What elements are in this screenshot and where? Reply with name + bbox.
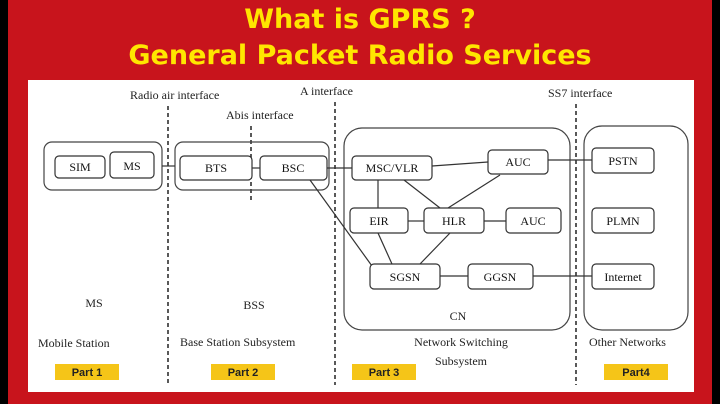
bsc-label: BSC bbox=[282, 161, 305, 175]
part-1-label: Part 1 bbox=[72, 367, 103, 379]
node-ms: MS bbox=[109, 151, 155, 179]
sgsn-label: SGSN bbox=[390, 270, 421, 284]
title-line-2: General Packet Radio Services bbox=[128, 40, 592, 71]
part-2-tag: Part 2 bbox=[211, 364, 275, 380]
eir-label: EIR bbox=[369, 214, 388, 228]
node-sim: SIM bbox=[54, 155, 106, 179]
auc-bottom-label: AUC bbox=[520, 214, 545, 228]
node-plmn: PLMN bbox=[591, 207, 655, 234]
abis-interface-label: Abis interface bbox=[226, 108, 294, 122]
node-msc-vlr: MSC/VLR bbox=[351, 155, 433, 181]
auc-top-label: AUC bbox=[505, 155, 530, 169]
sim-label: SIM bbox=[69, 160, 91, 174]
msc-vlr-label: MSC/VLR bbox=[366, 161, 419, 175]
ms-label: MS bbox=[123, 159, 140, 173]
diagram-panel bbox=[28, 80, 694, 392]
a-interface-label: A interface bbox=[300, 84, 353, 98]
title-line-1: What is GPRS ? bbox=[244, 4, 476, 35]
node-auc-top: AUC bbox=[487, 149, 549, 175]
part-4-label: Part4 bbox=[622, 367, 650, 379]
part-2-label: Part 2 bbox=[228, 367, 259, 379]
bss-group-label: BSS bbox=[243, 298, 264, 312]
other-networks-group-box bbox=[583, 125, 689, 331]
pstn-label: PSTN bbox=[608, 154, 638, 168]
connection-lines bbox=[162, 159, 592, 277]
part-4-tag: Part4 bbox=[604, 364, 668, 380]
nss-label-line-1: Network Switching bbox=[414, 335, 508, 349]
cn-group-label: CN bbox=[450, 309, 467, 323]
mobile-station-label: Mobile Station bbox=[38, 336, 110, 350]
node-bsc: BSC bbox=[259, 155, 328, 181]
ggsn-label: GGSN bbox=[484, 270, 517, 284]
nss-label-line-2: Subsystem bbox=[435, 354, 488, 368]
plmn-label: PLMN bbox=[606, 214, 640, 228]
hlr-label: HLR bbox=[442, 214, 466, 228]
node-bts: BTS bbox=[179, 155, 253, 181]
ss7-interface-label: SS7 interface bbox=[548, 86, 612, 100]
bss-section-label: Base Station Subsystem bbox=[180, 335, 296, 349]
part-3-tag: Part 3 bbox=[352, 364, 416, 380]
bts-label: BTS bbox=[205, 161, 227, 175]
node-sgsn: SGSN bbox=[369, 263, 441, 290]
cn-group-box bbox=[343, 127, 571, 331]
node-auc-bottom: AUC bbox=[505, 207, 562, 234]
node-eir: EIR bbox=[349, 207, 409, 234]
part-1-tag: Part 1 bbox=[55, 364, 119, 380]
other-networks-label: Other Networks bbox=[589, 335, 666, 349]
radio-air-interface-label: Radio air interface bbox=[130, 88, 219, 102]
node-pstn: PSTN bbox=[591, 147, 655, 174]
node-internet: Internet bbox=[591, 263, 655, 290]
internet-label: Internet bbox=[604, 270, 642, 284]
ms-group-label: MS bbox=[85, 296, 102, 310]
node-hlr: HLR bbox=[423, 207, 485, 234]
part-3-label: Part 3 bbox=[369, 367, 400, 379]
node-ggsn: GGSN bbox=[467, 263, 534, 290]
